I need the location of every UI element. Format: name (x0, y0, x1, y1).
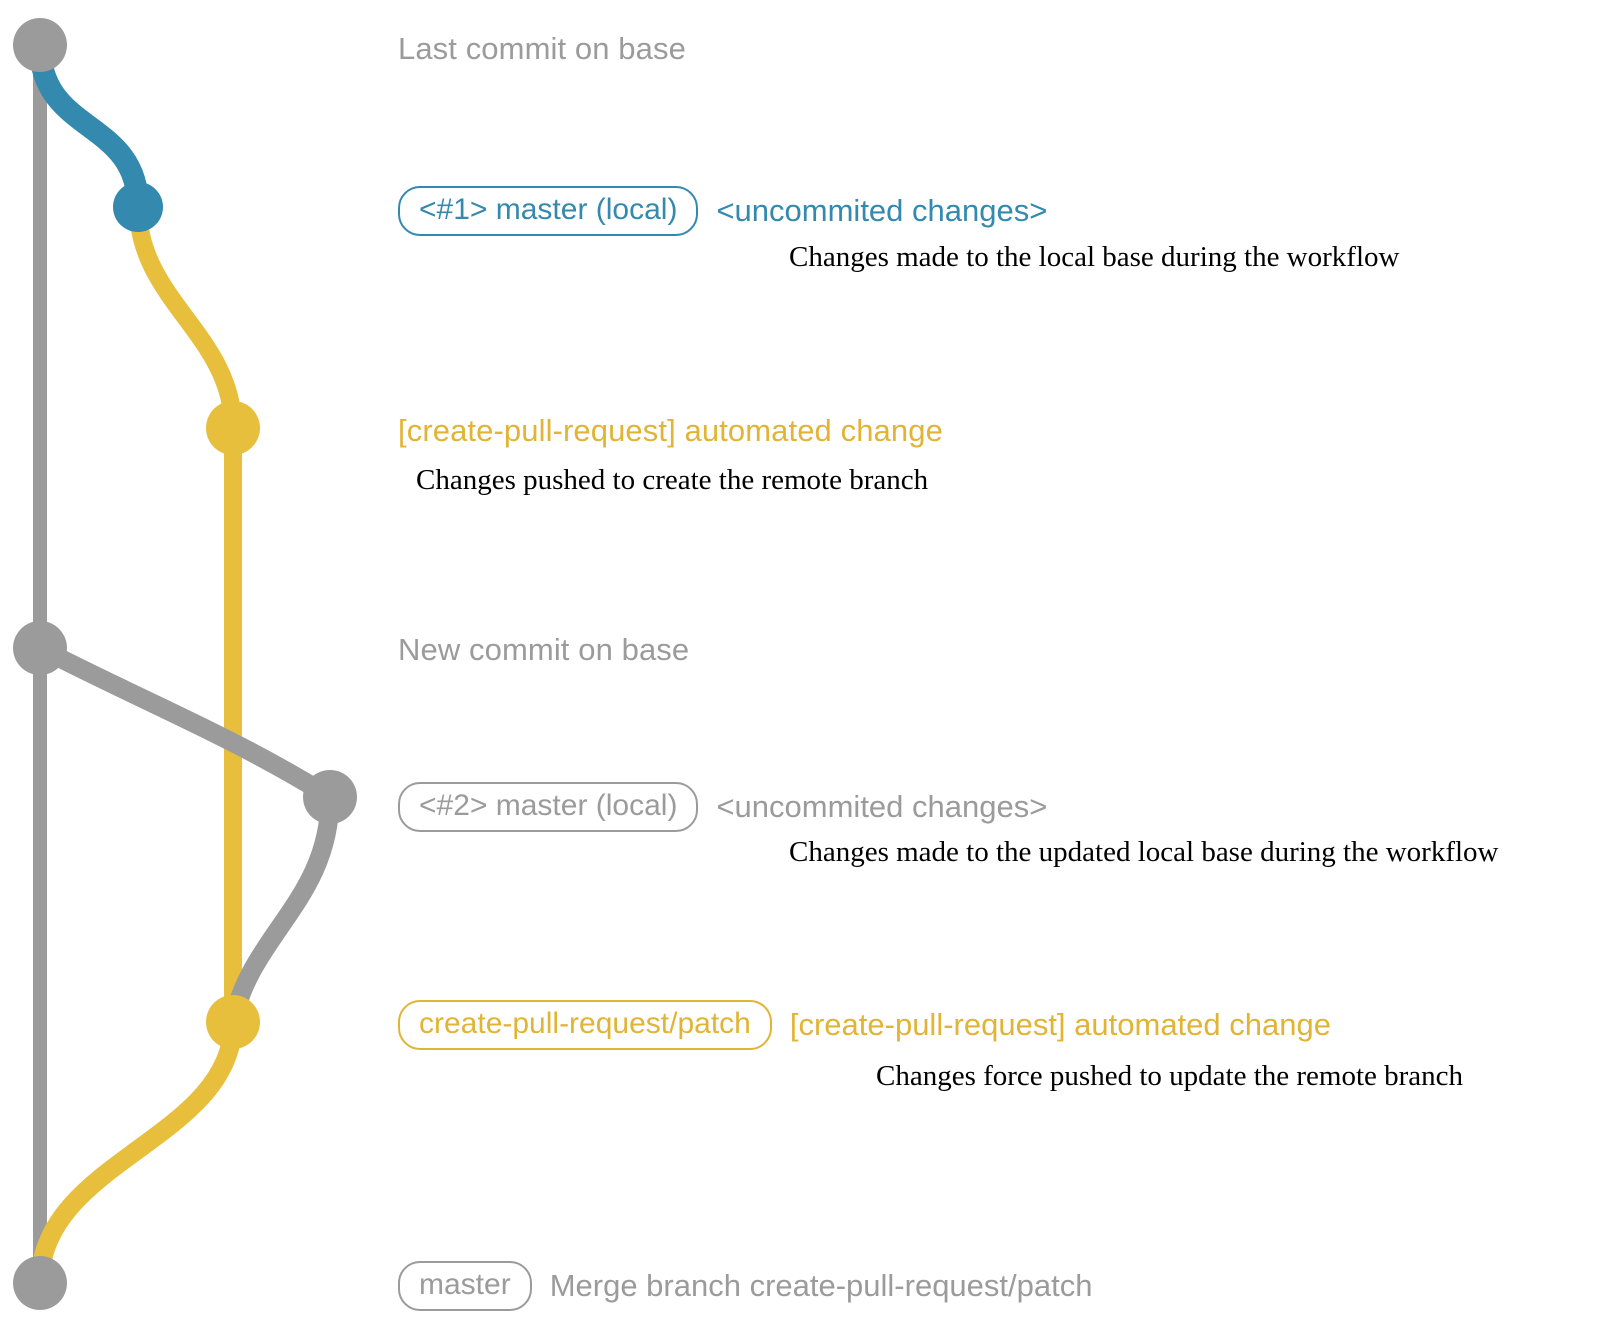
commit-subject: Merge branch create-pull-request/patch (549, 1268, 1093, 1303)
row-new-commit-on-base: New commit on base (398, 632, 689, 668)
edge-local-1-to-patch-1 (129, 198, 242, 437)
edge-local-2-to-patch-2 (223, 787, 340, 1032)
edge-patch-2-to-merge (30, 1012, 243, 1293)
row-last-commit-on-base: Last commit on base (398, 31, 686, 67)
commit-description: Changes force pushed to update the remot… (876, 1060, 1464, 1092)
node-local-1[interactable] (113, 182, 163, 232)
node-base-top[interactable] (13, 18, 67, 72)
commit-description: Changes made to the updated local base d… (789, 836, 1499, 868)
node-patch-2[interactable] (206, 995, 260, 1049)
edge-base-to-local-1 (29, 34, 149, 218)
row-automated-change-2: create-pull-request/patch [create-pull-r… (398, 1000, 1331, 1050)
commit-subject: New commit on base (398, 632, 690, 667)
commit-subject: [create-pull-request] automated change (789, 1007, 1331, 1042)
commit-description: Changes pushed to create the remote bran… (416, 464, 929, 496)
commit-subject: Last commit on base (398, 31, 686, 66)
commit-description: Changes made to the local base during th… (789, 241, 1400, 273)
ref-badge-master-local-1[interactable]: <#1> master (local) (398, 186, 699, 236)
node-patch-1[interactable] (206, 401, 260, 455)
node-base-new[interactable] (13, 621, 67, 675)
ref-badge-create-pull-request-patch[interactable]: create-pull-request/patch (398, 1000, 772, 1050)
node-merge[interactable] (13, 1256, 67, 1310)
ref-badge-master[interactable]: master (398, 1261, 532, 1311)
ref-badge-master-local-2[interactable]: <#2> master (local) (398, 782, 699, 832)
node-local-2[interactable] (303, 770, 357, 824)
commit-graph-svg (13, 18, 357, 1310)
row-automated-change-1: [create-pull-request] automated change (398, 413, 943, 449)
edge-base-new-to-local-2 (30, 638, 340, 807)
row-master-local-1: <#1> master (local) <uncommited changes> (398, 186, 1047, 236)
commit-subject: [create-pull-request] automated change (398, 413, 943, 448)
row-merge-branch: master Merge branch create-pull-request/… (398, 1261, 1092, 1311)
commit-subject: <uncommited changes> (716, 789, 1048, 824)
row-master-local-2: <#2> master (local) <uncommited changes> (398, 782, 1047, 832)
commit-subject: <uncommited changes> (716, 193, 1048, 228)
